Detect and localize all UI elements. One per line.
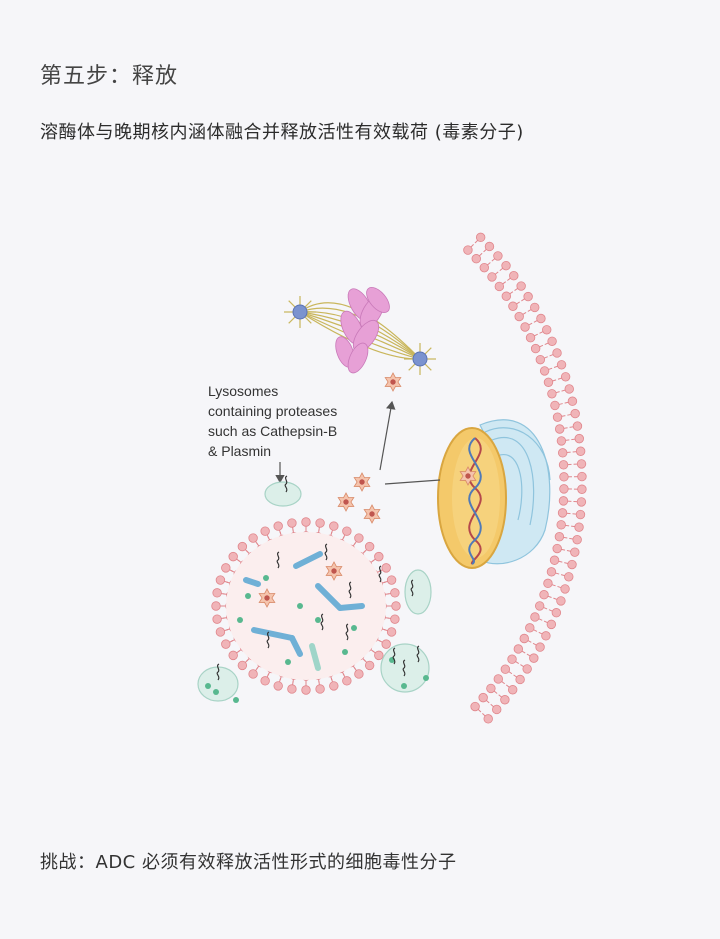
endosome-interior: [226, 532, 386, 680]
dna-strand-a: [468, 437, 482, 565]
linker-fragments: [216, 475, 420, 681]
chromosomes: [335, 287, 390, 374]
label-line-2: containing proteases: [208, 403, 337, 419]
vesicle-right-1: [404, 569, 432, 615]
nucleus-pointer-line: [384, 479, 441, 485]
centrosome-left: [292, 304, 308, 320]
label-line-4: & Plasmin: [208, 443, 271, 459]
toxin-payloads: [258, 372, 477, 608]
mitotic-spindle: [284, 287, 436, 375]
centrosome-right: [412, 351, 428, 367]
cell-membrane: [463, 232, 587, 724]
vesicle-small-top: [264, 481, 302, 507]
release-arrow: [379, 400, 396, 471]
footer-challenge: 挑战：ADC 必须有效释放活性形式的细胞毒性分子: [40, 852, 457, 873]
label-line-1: Lysosomes: [208, 383, 278, 399]
step-subtitle: 溶酶体与晚期核内涵体融合并释放活性有效载荷 (毒素分子): [40, 122, 524, 143]
protease-label: Lysosomes containing proteases such as C…: [208, 383, 337, 459]
dna-strand-b: [468, 437, 482, 565]
step-title: 第五步：释放: [40, 64, 179, 89]
nucleus: [437, 427, 507, 569]
antibody-fragments: [243, 551, 365, 671]
label-line-3: such as Cathepsin-B: [208, 423, 337, 439]
